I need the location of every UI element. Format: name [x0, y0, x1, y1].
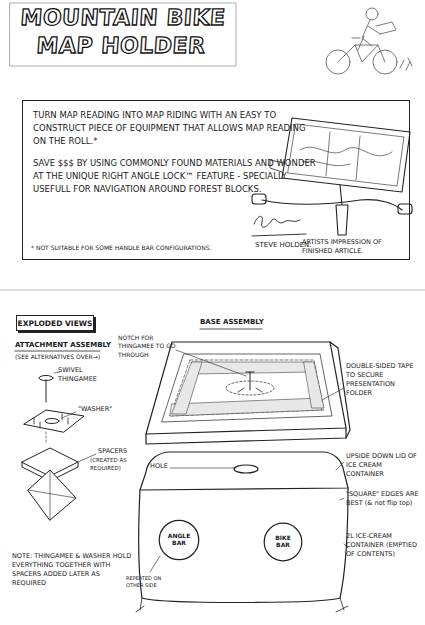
section-heading: BASE ASSEMBLY: [200, 318, 300, 328]
intro-text: SAVE $$$ BY USING COMMONLY FOUND MATERIA…: [33, 157, 318, 195]
part-name: UPSIDE DOWN LID OF ICE CREAM CONTAINER: [346, 452, 420, 479]
intro-text: TURN MAP READING INTO MAP RIDING WITH AN…: [33, 109, 318, 147]
caption-note: ARTISTS IMPRESSION OF FINISHED ARTICLE.: [302, 238, 412, 256]
part-name: SWIVEL THINGAMEE: [58, 366, 120, 384]
section-heading: EXPLODED VIEWS: [18, 319, 93, 328]
bolt-circle: BIKE BAR: [263, 522, 303, 562]
note: (CREATED AS REQUIRED): [90, 457, 155, 472]
part-name: HOLE: [150, 462, 190, 471]
part-name: SPACERS: [98, 447, 148, 456]
intro-panel: TURN MAP READING INTO MAP RIDING WITH AN…: [22, 100, 410, 260]
note: NOTE: THINGAMEE & WASHER HOLD EVERYTHING…: [12, 552, 134, 588]
part-name: 2L ICE-CREAM CONTAINER (EMPTIED OF CONTE…: [346, 532, 420, 559]
note: REPEATED ON OTHER SIDE: [126, 575, 176, 589]
title: MOUNTAIN BIKE MAP HOLDER: [10, 4, 234, 60]
footnote: * NOT SUITABLE FOR SOME HANDLE BAR CONFI…: [31, 243, 246, 252]
note: "SQUARE" EDGES ARE BEST (& not flip top): [346, 490, 420, 508]
part-name: DOUBLE-SIDED TAPE TO SECURE PRESENTATION…: [346, 362, 420, 398]
circle-label: BIKE BAR: [268, 535, 298, 549]
circle-label: ANGLE BAR: [163, 533, 195, 547]
part-name: NOTCH FOR THINGAMEE TO GO THROUGH: [118, 334, 176, 359]
bolt-circle: ANGLE BAR: [158, 519, 200, 561]
section-tag: EXPLODED VIEWS: [16, 315, 94, 331]
part-name: "WASHER": [78, 405, 128, 414]
